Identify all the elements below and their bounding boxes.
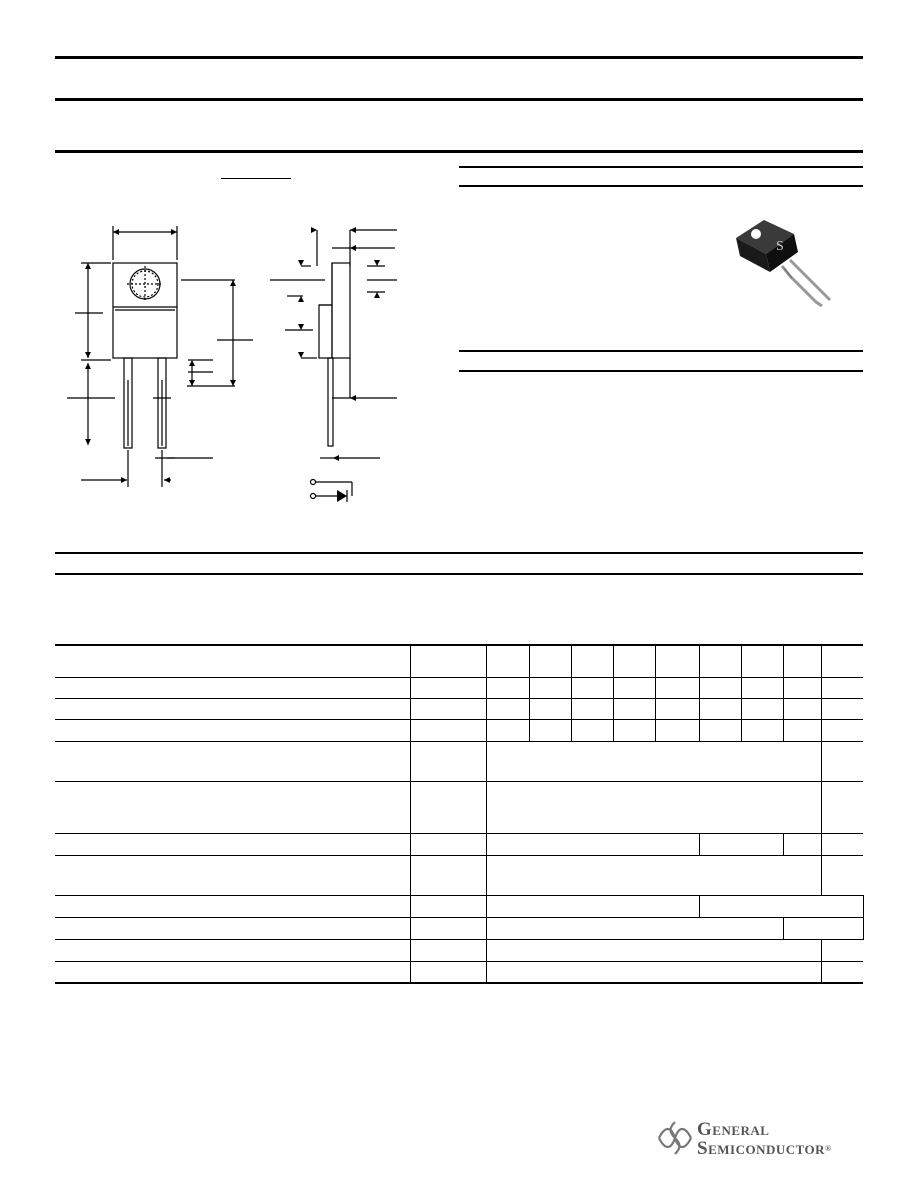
ratings-bottom-rule bbox=[55, 573, 863, 575]
table-row bbox=[55, 916, 863, 940]
to-220-diode-photo: S bbox=[736, 220, 832, 308]
registered-mark: ® bbox=[825, 1144, 832, 1153]
header-bottom-rule bbox=[55, 150, 863, 153]
package-name-underline bbox=[221, 178, 291, 179]
table-row bbox=[55, 697, 863, 720]
mech-top-rule bbox=[459, 350, 863, 352]
table-row bbox=[55, 894, 863, 918]
title-rule bbox=[55, 98, 863, 101]
table-row bbox=[55, 718, 863, 742]
table-row bbox=[55, 854, 863, 896]
features-top-rule bbox=[459, 166, 863, 168]
features-bottom-rule bbox=[459, 185, 863, 187]
table-row bbox=[55, 832, 863, 856]
table-row bbox=[55, 644, 863, 678]
table-row bbox=[55, 780, 863, 834]
package-outline-drawing bbox=[67, 226, 397, 502]
table-row bbox=[55, 740, 863, 782]
svg-text:S: S bbox=[776, 239, 784, 254]
maximum-ratings-table bbox=[55, 644, 863, 984]
top-rule bbox=[55, 56, 863, 59]
mech-bottom-rule bbox=[459, 370, 863, 372]
logo-line-1: General bbox=[697, 1119, 770, 1140]
logo-line-2: Semiconductor bbox=[697, 1138, 826, 1159]
table-row bbox=[55, 676, 863, 699]
table-row bbox=[55, 938, 863, 962]
ratings-top-rule bbox=[55, 552, 863, 554]
gs-logo-icon bbox=[658, 1121, 692, 1155]
company-logo: General Semiconductor® bbox=[655, 1116, 860, 1160]
table-row bbox=[55, 960, 863, 984]
